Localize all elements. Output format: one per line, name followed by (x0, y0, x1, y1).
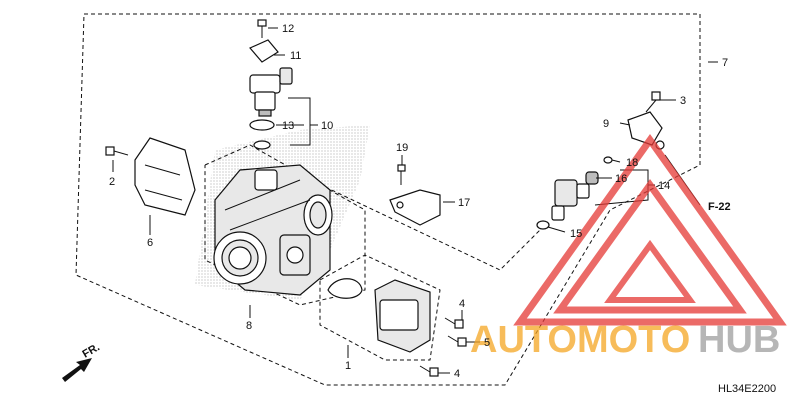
bolt-19 (397, 164, 406, 185)
assembly-outline (75, 13, 701, 386)
callout-4-lower: 4 (454, 368, 460, 380)
injector-leader (299, 174, 546, 271)
callout-14: 14 (658, 180, 670, 192)
callout-8: 8 (246, 320, 252, 332)
sensor-unit (327, 278, 431, 353)
watermark: AUTOMOTO HUB (470, 133, 787, 361)
sensor-group-outline (319, 254, 441, 361)
o-ring-18 (603, 156, 613, 164)
callout-13: 13 (282, 120, 294, 132)
callout-17: 17 (458, 197, 470, 209)
throttle-body (213, 164, 333, 296)
callout-7: 7 (722, 57, 728, 69)
watermark-hub-text: HUB (698, 319, 780, 361)
front-arrow-icon (62, 358, 92, 382)
seal-10 (253, 140, 271, 150)
callout-4-upper: 4 (459, 298, 465, 310)
callout-19: 19 (396, 142, 408, 154)
bolt-5 (447, 335, 467, 347)
diagram-code: HL34E2200 (718, 383, 776, 395)
watermark-triangle-inner-icon (604, 239, 696, 303)
callout-10: 10 (321, 120, 333, 132)
fuel-injector (249, 67, 293, 117)
throttle-body-outline (204, 144, 366, 306)
callout-18: 18 (626, 157, 638, 169)
callout-16: 16 (615, 173, 627, 185)
bolt-3 (645, 91, 661, 113)
bolt-12 (257, 19, 267, 38)
injector-clip (249, 39, 279, 63)
connector-16 (551, 171, 599, 221)
watermark-triangle-icon (513, 133, 787, 326)
callout-5: 5 (484, 337, 490, 349)
o-ring-13 (249, 119, 275, 131)
front-label: FR. (81, 341, 102, 360)
callout-1: 1 (345, 360, 351, 372)
callout-15: 15 (570, 228, 582, 240)
callout-11: 11 (290, 50, 301, 62)
bracket-17 (389, 189, 441, 226)
watermark-auto-text: AUTOMOTO (470, 319, 690, 361)
bolt-4-lower (419, 365, 439, 377)
callout-2: 2 (109, 176, 115, 188)
callout-3: 3 (680, 95, 686, 107)
bolt-4-upper (444, 317, 464, 329)
cover-6 (134, 137, 196, 216)
callout-9: 9 (603, 118, 609, 130)
reference-f22: F-22 (708, 201, 731, 213)
bolt-2 (105, 146, 129, 156)
callout-12: 12 (282, 23, 294, 35)
callout-6: 6 (147, 237, 153, 249)
seal-15 (536, 220, 550, 230)
